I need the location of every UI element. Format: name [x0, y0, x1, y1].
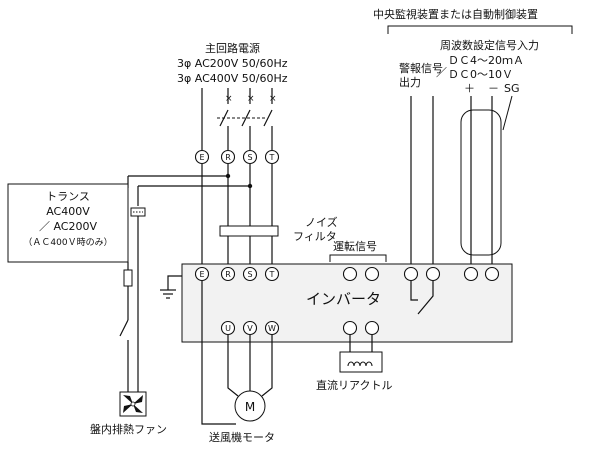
central-monitor-label: 中央監視装置または自動制御装置	[373, 7, 538, 21]
transformer-box	[7, 183, 129, 263]
run-signal-bracket	[329, 254, 387, 262]
terminal-freq-plus	[463, 266, 479, 282]
inverter-label: インバータ	[306, 290, 381, 308]
run-signal-label: 運転信号	[333, 240, 377, 253]
dc-reactor-label: 直流リアクトル	[316, 378, 392, 392]
transformer-note: （ＡＣ400Ｖ時のみ）	[23, 237, 112, 248]
alarm-label-line2: 出力	[399, 75, 421, 89]
inverter-output-terminals: U V W	[220, 320, 280, 336]
plus-label: ＋	[464, 82, 475, 95]
main-power-label: 主回路電源	[205, 41, 260, 55]
terminal-run-2	[364, 266, 380, 282]
terminal-v	[242, 320, 258, 336]
terminal-reactor-1	[342, 320, 358, 336]
inverter-input-terminals: E R S T	[194, 266, 280, 282]
terminal-u	[220, 320, 236, 336]
svg-text:S: S	[247, 270, 252, 279]
terminal-run-1	[342, 266, 358, 282]
noise-filter-label-line2: フィルタ	[293, 230, 337, 243]
svg-text:T: T	[269, 270, 275, 279]
top-terminals: E R S T	[194, 149, 280, 165]
blower-motor	[234, 390, 266, 422]
alarm-contact-left	[410, 281, 418, 301]
svg-text:R: R	[225, 153, 231, 162]
svg-text:S: S	[247, 153, 252, 162]
svg-text:V: V	[247, 324, 253, 333]
freq-spec1-label: ＤＣ4～20ｍＡ	[448, 54, 524, 67]
freq-spec2-label: ＤＣ0～10Ｖ	[448, 68, 513, 81]
central-monitor-bracket	[387, 25, 573, 34]
noise-filter	[219, 225, 279, 237]
noise-filter-label-line1: ノイズ	[305, 215, 338, 229]
minus-label: －	[488, 82, 499, 95]
svg-text:U: U	[225, 324, 231, 333]
svg-text:W: W	[268, 324, 276, 333]
power-400-label: 3φ AC400V 50/60Hz	[177, 72, 288, 85]
panel-fan-icon	[119, 391, 147, 417]
alarm-contact-right	[417, 281, 434, 315]
terminal-freq-minus	[484, 266, 500, 282]
power-200-label: 3φ AC200V 50/60Hz	[177, 57, 288, 70]
freq-input-label: 周波数設定信号入力	[440, 38, 539, 52]
blower-motor-label: 送風機モータ	[209, 430, 275, 444]
main-breaker: × × ×	[217, 88, 277, 150]
freq-sep-label: ／	[436, 66, 447, 79]
svg-text:T: T	[269, 153, 275, 162]
transformer-v2: ／ AC200V	[39, 220, 98, 233]
terminal-reactor-2	[364, 320, 380, 336]
svg-text:E: E	[199, 153, 204, 162]
svg-text:E: E	[199, 270, 204, 279]
transformer-title: トランス	[46, 190, 90, 203]
motor-ground-wire	[201, 281, 236, 425]
fan-switch	[119, 319, 129, 337]
svg-text:×: ×	[225, 94, 233, 104]
sg-shield-wire	[502, 95, 513, 131]
reactor-coil	[347, 361, 373, 367]
terminal-t-top	[264, 149, 280, 165]
svg-text:R: R	[225, 270, 231, 279]
motor-wire-w	[261, 335, 273, 397]
shielded-cable	[460, 109, 502, 256]
terminal-alarm-1	[403, 266, 419, 282]
terminal-r-inv	[220, 266, 236, 282]
terminal-alarm-2	[425, 266, 441, 282]
terminal-s-top	[242, 149, 258, 165]
terminal-e-top	[194, 149, 210, 165]
motor-wire-u	[227, 335, 239, 397]
fan-fuse	[123, 269, 133, 287]
transformer-v1: AC400V	[46, 205, 90, 218]
dc-reactor	[339, 351, 383, 373]
terminal-r-top	[220, 149, 236, 165]
terminal-s-inv	[242, 266, 258, 282]
alarm-label-line1: 警報信号	[399, 61, 443, 75]
terminal-t-inv	[264, 266, 280, 282]
terminal-w	[264, 320, 280, 336]
terminal-e-inv	[194, 266, 210, 282]
motor-symbol: M	[245, 400, 255, 414]
svg-text:×: ×	[269, 94, 277, 104]
panel-fan-label: 盤内排熱ファン	[90, 422, 167, 436]
sg-label: SG	[504, 82, 520, 95]
svg-text:×: ×	[247, 94, 255, 104]
